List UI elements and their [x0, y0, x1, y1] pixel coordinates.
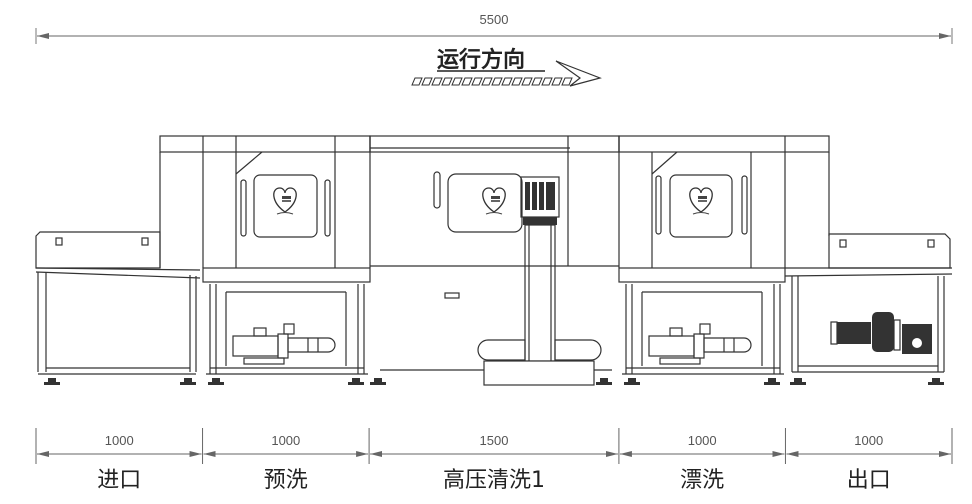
high-pressure-section: [369, 135, 620, 386]
heart-logo-icon: [689, 187, 713, 215]
section-label-rinse: 漂洗: [680, 468, 724, 493]
direction-label: 运行方向: [437, 47, 525, 73]
overall-dimension-text: 5500: [480, 12, 509, 27]
pump-icon: [232, 323, 336, 365]
pump-icon: [648, 323, 752, 365]
washing-machine: [35, 135, 953, 386]
heart-logo-icon: [273, 187, 297, 215]
section-label-inlet: 进口: [97, 468, 141, 493]
section-label-highpressure: 高压清洗1: [443, 468, 545, 493]
direction-indicator: 运行方向: [411, 47, 602, 87]
dimension-text-highpressure: 1500: [480, 433, 509, 448]
outlet-section: [784, 233, 953, 385]
dimension-text-prewash: 1000: [271, 433, 300, 448]
section-dimensions: 1000 进口 1000 预洗 1500 高压清洗1 1000 漂洗 1000 出口: [35, 428, 953, 493]
high-pressure-pump: [477, 176, 602, 386]
heart-logo-icon: [482, 187, 506, 215]
section-label-outlet: 出口: [847, 468, 891, 493]
inlet-section: [35, 231, 201, 385]
prewash-section: [159, 135, 371, 385]
dimension-text-rinse: 1000: [688, 433, 717, 448]
section-label-prewash: 预洗: [264, 468, 308, 493]
overall-dimension: 5500: [35, 12, 953, 44]
arrow-right-icon: [411, 60, 602, 87]
dimension-text-inlet: 1000: [105, 433, 134, 448]
dimension-text-outlet: 1000: [854, 433, 883, 448]
gear-motor-icon: [830, 312, 932, 354]
rinse-section: [618, 135, 830, 385]
